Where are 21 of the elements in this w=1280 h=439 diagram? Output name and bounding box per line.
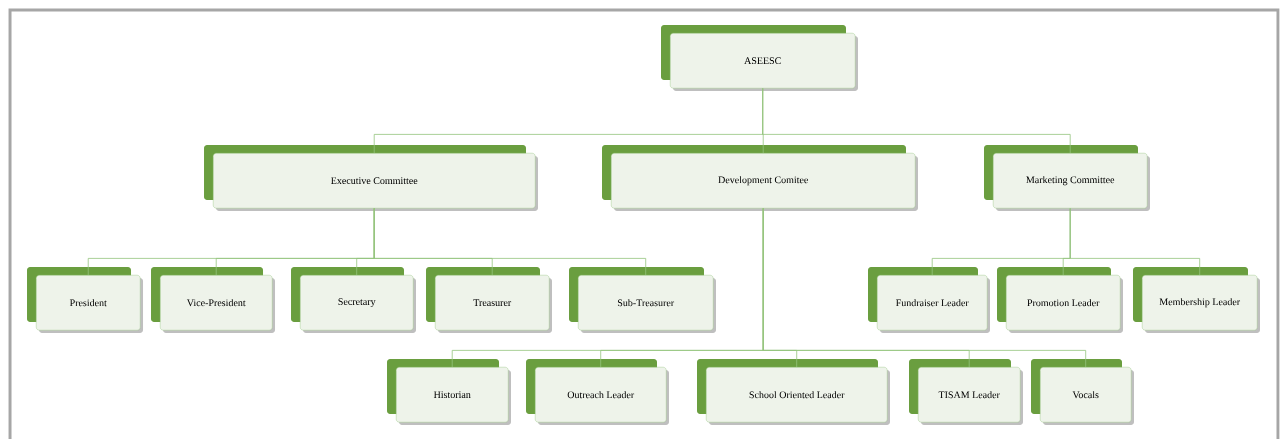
org-box: Sub-Treasurer	[569, 267, 716, 333]
org-box: Secretary	[291, 267, 416, 333]
org-box: Marketing Committee	[984, 145, 1150, 211]
org-box: Historian	[387, 359, 511, 425]
connector-line	[373, 208, 647, 276]
org-box: Vocals	[1031, 359, 1134, 425]
org-box: Treasurer	[426, 267, 552, 333]
org-box: Executive Committee	[204, 145, 538, 211]
org-box: President	[27, 267, 143, 333]
org-box: TISAM Leader	[909, 359, 1023, 425]
connector-line	[1069, 208, 1201, 276]
org-box: ASEESC	[661, 25, 858, 91]
connector-line	[762, 88, 1071, 154]
org-box: Fundraiser Leader	[868, 267, 990, 333]
org-box: Membership Leader	[1133, 267, 1260, 333]
org-box: Vice-President	[151, 267, 275, 333]
org-box: Promotion Leader	[997, 267, 1123, 333]
org-box: Outreach Leader	[526, 359, 669, 425]
org-box: School Oriented Leader	[697, 359, 890, 425]
connector-line	[762, 208, 1087, 368]
org-box: Development Comitee	[602, 145, 918, 211]
